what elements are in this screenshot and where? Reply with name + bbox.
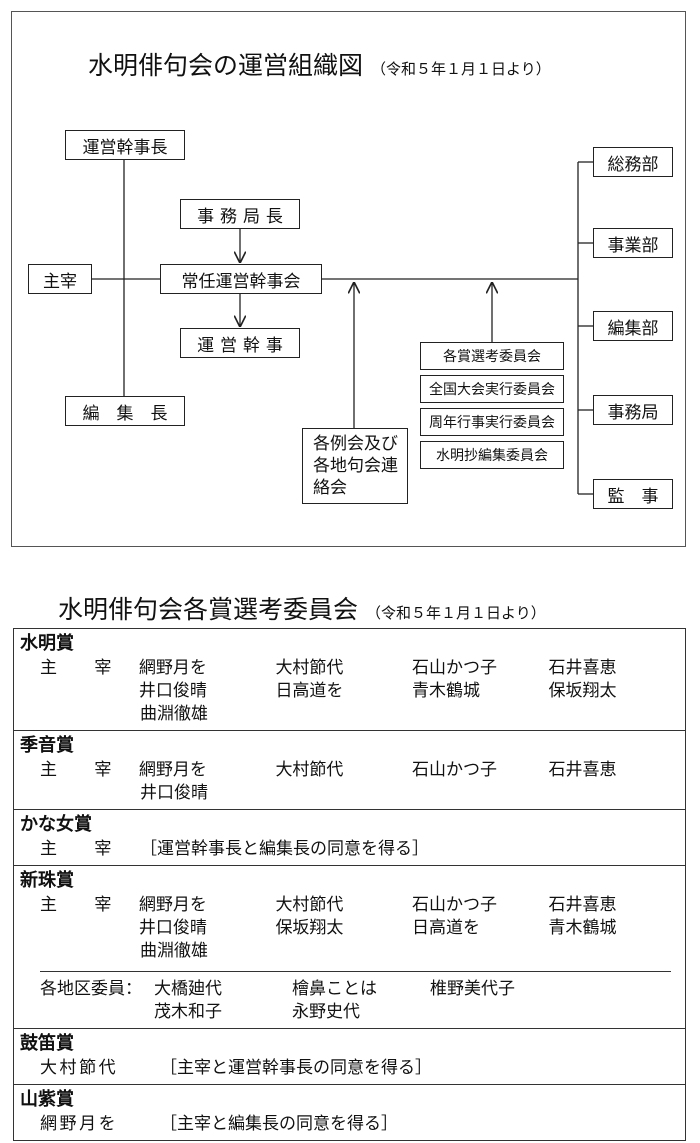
award-name: 新珠賞 [20, 870, 74, 891]
org-chart-title: 水明俳句会の運営組織図（令和５年１月１日より） [88, 51, 551, 80]
member-row: 井口俊晴 日高道を 青木鶴城 保坂翔太 [138, 681, 617, 701]
committee-awards-box: 各賞選考委員会 [420, 342, 564, 370]
award-note: ［運営幹事長と編集長の同意を得る］ [140, 839, 429, 859]
award-kion: 季音賞 主 宰 網野月を 大村節代 石山かつ子 石井喜恵 井口俊晴 [14, 731, 685, 810]
award-name: 水明賞 [20, 633, 74, 654]
secretary-general-box: 事務局長 [180, 199, 300, 229]
committee-anniversary-box: 周年行事実行委員会 [420, 408, 564, 436]
member-row: 主 宰 網野月を 大村節代 石山かつ子 石井喜恵 [40, 895, 617, 915]
standing-committee-box: 常任運営幹事会 [160, 264, 322, 294]
regional-row: 茂木和子 永野史代 [154, 1002, 360, 1022]
divider [40, 971, 671, 972]
award-name: 山紫賞 [20, 1089, 74, 1110]
committee-national-box: 全国大会実行委員会 [420, 375, 564, 403]
dept-editing-box: 編集部 [593, 311, 673, 341]
member-row: 曲淵徹雄 [140, 941, 208, 961]
org-chart-frame [11, 11, 686, 547]
award-name: 季音賞 [20, 735, 74, 756]
executive-chair-box: 運営幹事長 [65, 130, 185, 160]
regional-row: 各地区委員： 大橋廸代 檜鼻ことは 椎野美代子 [40, 979, 515, 999]
liaison-box: 各例会及び 各地句会連 絡会 [302, 428, 408, 504]
president-box: 主宰 [28, 264, 92, 294]
member-row: 網野月を ［主宰と編集長の同意を得る］ [40, 1114, 398, 1134]
member-row: 主 宰 ［運営幹事長と編集長の同意を得る］ [40, 839, 429, 859]
dept-general-affairs-box: 総務部 [593, 147, 673, 177]
dept-business-box: 事業部 [593, 228, 673, 258]
award-sanshi: 山紫賞 網野月を ［主宰と編集長の同意を得る］ [14, 1085, 685, 1140]
member-row: 井口俊晴 [140, 783, 208, 803]
dept-auditor-box: 監 事 [593, 479, 673, 509]
member-row: 井口俊晴 保坂翔太 日高道を 青木鶴城 [138, 918, 617, 938]
award-note: ［主宰と運営幹事長の同意を得る］ [160, 1058, 432, 1078]
award-kanajo: かな女賞 主 宰 ［運営幹事長と編集長の同意を得る］ [14, 810, 685, 866]
managing-staff-box: 運営幹事 [180, 328, 300, 358]
award-koteki: 鼓笛賞 大村節代 ［主宰と運営幹事長の同意を得る］ [14, 1029, 685, 1085]
member-row: 大村節代 ［主宰と運営幹事長の同意を得る］ [40, 1058, 432, 1078]
award-aratama: 新珠賞 主 宰 網野月を 大村節代 石山かつ子 石井喜恵 井口俊晴 保坂翔太 日… [14, 866, 685, 1029]
member-row: 曲淵徹雄 [140, 704, 208, 724]
award-suimei: 水明賞 主 宰 網野月を 大村節代 石山かつ子 石井喜恵 井口俊晴 日高道を 青… [14, 629, 685, 731]
editor-chief-box: 編 集 長 [65, 396, 185, 426]
org-chart-connectors [92, 158, 593, 495]
award-name: かな女賞 [20, 814, 92, 835]
awards-title: 水明俳句会各賞選考委員会（令和５年１月１日より） [58, 595, 546, 624]
awards-table: 水明賞 主 宰 網野月を 大村節代 石山かつ子 石井喜恵 井口俊晴 日高道を 青… [13, 628, 686, 1141]
member-row: 主 宰 網野月を 大村節代 石山かつ子 石井喜恵 [40, 760, 617, 780]
award-name: 鼓笛賞 [20, 1033, 74, 1054]
member-row: 主 宰 網野月を 大村節代 石山かつ子 石井喜恵 [40, 658, 617, 678]
award-note: ［主宰と編集長の同意を得る］ [160, 1114, 398, 1134]
committee-editorial-box: 水明抄編集委員会 [420, 441, 564, 469]
dept-office-box: 事務局 [593, 395, 673, 425]
